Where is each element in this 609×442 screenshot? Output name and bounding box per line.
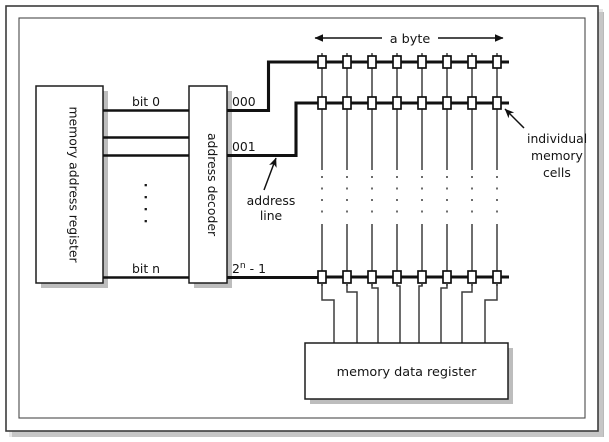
address-line-001 [227, 101, 322, 158]
address-line-callout-line2: line [260, 208, 282, 223]
a-byte-label-backdrop [382, 28, 438, 47]
data-bus-line [346, 283, 358, 343]
data-bus-line [461, 283, 473, 343]
memory-cell[interactable] [467, 96, 477, 110]
memory-cell[interactable] [317, 55, 327, 69]
data-bus-line [440, 283, 448, 343]
memory-cell[interactable] [442, 96, 452, 110]
memory-column-lines-ellipsis [321, 176, 498, 218]
memory-row-lines [322, 60, 509, 279]
data-bus-lines [321, 283, 498, 343]
data-bus-line [418, 283, 423, 343]
a-byte-label: a byte [390, 32, 431, 47]
memory-cell[interactable] [342, 55, 352, 69]
address-line-callout-arrow [263, 157, 277, 191]
address-line-last-label: 2n - 1 [232, 260, 266, 277]
bit-lines-group [103, 109, 189, 279]
data-bus-line [484, 283, 498, 343]
memory-cell[interactable] [442, 55, 452, 69]
address-line-001-label: 001 [232, 139, 256, 154]
memory-address-register-box[interactable] [35, 85, 104, 284]
data-bus-line [396, 283, 401, 343]
memory-address-register-label: memory address register [67, 106, 82, 263]
address-decoder-label: address decoder [205, 133, 220, 237]
memory-cells-callout-arrow [504, 108, 525, 129]
memory-cells-group [317, 55, 502, 284]
memory-cell[interactable] [417, 270, 427, 284]
address-line-last-suffix: - 1 [246, 261, 266, 276]
memory-data-register-label: memory data register [337, 365, 478, 380]
address-line-callout-line1: address [247, 193, 296, 208]
memory-cell[interactable] [317, 270, 327, 284]
memory-column-lines-upper [321, 53, 498, 170]
memory-cell[interactable] [342, 96, 352, 110]
memory-cells-callout-line3: cells [543, 165, 571, 180]
memory-cell[interactable] [492, 96, 502, 110]
bit-lines-ellipsis [144, 184, 147, 223]
memory-cell[interactable] [367, 55, 377, 69]
address-line-000-label: 000 [232, 94, 256, 109]
memory-cell[interactable] [417, 96, 427, 110]
memory-data-register-box[interactable] [304, 342, 509, 400]
memory-cell[interactable] [367, 270, 377, 284]
address-decoder-box[interactable] [188, 85, 228, 284]
bit-line-last-label: bit n [132, 261, 160, 276]
memory-cell[interactable] [342, 270, 352, 284]
memory-cell[interactable] [392, 270, 402, 284]
address-line-last-exponent: n [240, 260, 246, 271]
memory-cell[interactable] [442, 270, 452, 284]
memory-cell[interactable] [392, 55, 402, 69]
memory-cell[interactable] [492, 270, 502, 284]
address-line-000 [227, 60, 322, 113]
memory-cell[interactable] [317, 96, 327, 110]
memory-cells-callout-line1: individual [527, 131, 587, 146]
address-line-last-base: 2 [232, 261, 240, 276]
memory-cell[interactable] [367, 96, 377, 110]
memory-cell[interactable] [492, 55, 502, 69]
memory-cell[interactable] [392, 96, 402, 110]
bit-line-first-label: bit 0 [132, 94, 160, 109]
memory-cells-callout-line2: memory [531, 148, 583, 163]
data-bus-line [321, 283, 335, 343]
memory-cell[interactable] [467, 270, 477, 284]
memory-cell[interactable] [467, 55, 477, 69]
memory-cell[interactable] [417, 55, 427, 69]
data-bus-line [371, 283, 379, 343]
